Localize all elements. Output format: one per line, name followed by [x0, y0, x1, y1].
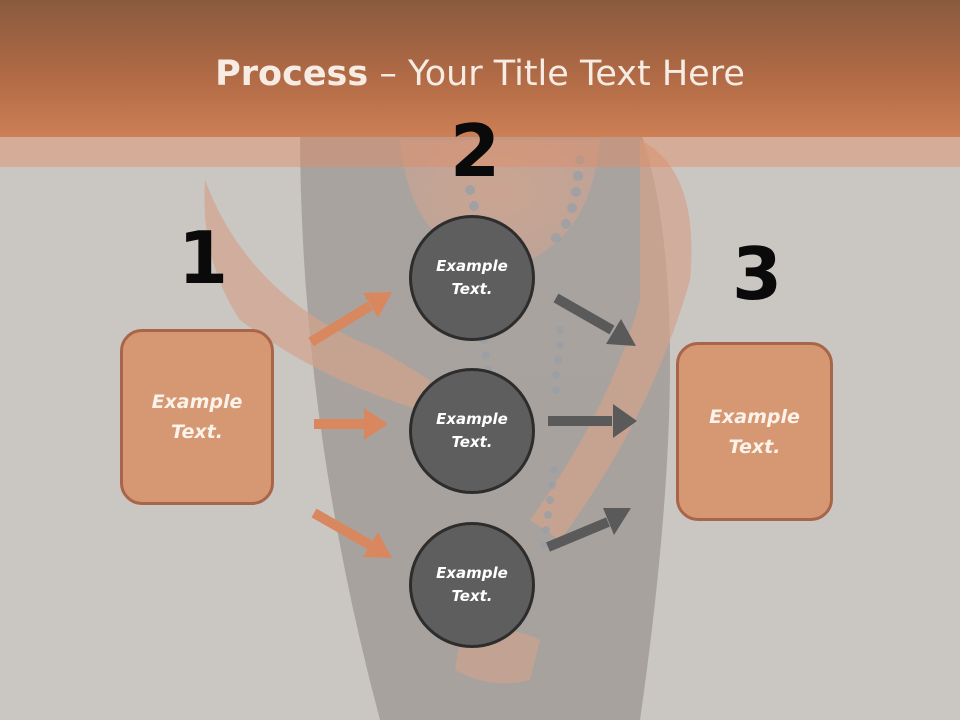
circle-bottom-text: Example Text.	[436, 564, 508, 605]
title-bold: Process	[215, 54, 369, 94]
title-rest: – Your Title Text Here	[368, 54, 745, 94]
right-process-box[interactable]: Example Text.	[676, 342, 833, 521]
right-box-text: Example Text.	[709, 405, 800, 458]
process-circle-middle[interactable]: Example Text.	[409, 368, 535, 494]
step-number-3: 3	[732, 232, 783, 316]
header-strip	[0, 137, 960, 167]
left-process-box[interactable]: Example Text.	[120, 329, 274, 505]
page-title: Process – Your Title Text Here	[0, 52, 960, 96]
arrow-down-right-dark	[553, 293, 636, 346]
arrow-up-right-orange	[308, 292, 392, 347]
process-circle-top[interactable]: Example Text.	[409, 215, 535, 341]
arrow-right-orange	[314, 408, 388, 440]
process-circle-bottom[interactable]: Example Text.	[409, 522, 535, 648]
arrow-right-dark	[548, 404, 637, 438]
left-box-text: Example Text.	[151, 391, 243, 443]
arrow-up-right-dark	[546, 508, 631, 552]
step-number-2: 2	[450, 109, 501, 193]
header-band	[0, 0, 960, 137]
step-number-1: 1	[178, 216, 229, 300]
arrow-down-right-orange	[311, 508, 392, 558]
circle-top-text: Example Text.	[436, 257, 508, 298]
circle-middle-text: Example Text.	[436, 410, 508, 451]
